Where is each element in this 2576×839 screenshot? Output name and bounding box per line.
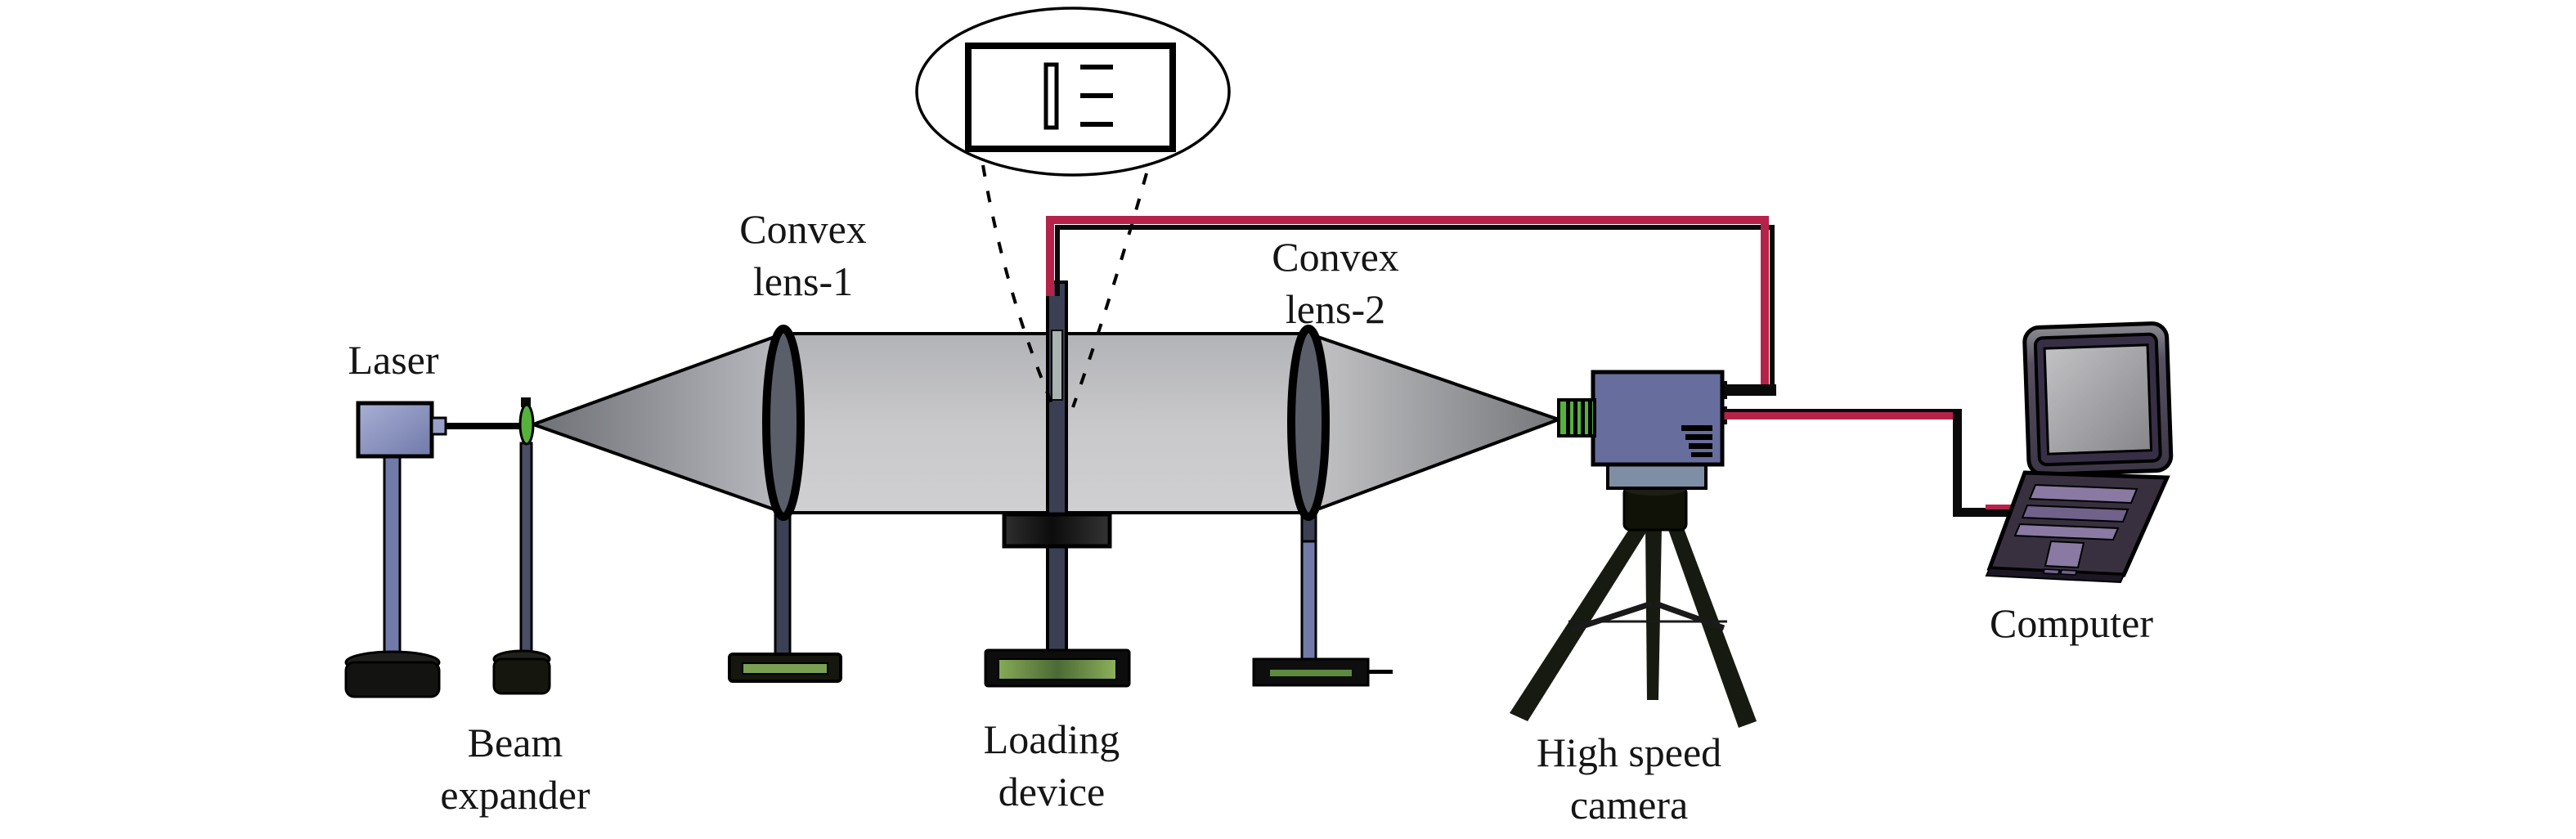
label-convex-lens-1-line2: lens-1 — [752, 258, 854, 304]
wire2-red-run — [1724, 412, 1959, 420]
label-loading-device-line2: device — [998, 769, 1106, 814]
label-high-speed-camera-line1: High speed — [1536, 729, 1722, 775]
loading-device-base-strip — [998, 658, 1117, 680]
convex-lens-2-base-strip — [1270, 670, 1352, 676]
label-beam-expander: Beam expander — [440, 716, 590, 821]
loading-device-unit — [984, 280, 1131, 688]
laser-beam-line — [443, 423, 523, 429]
specimen — [1051, 330, 1063, 401]
label-laser-text: Laser — [348, 337, 439, 383]
specimen-inset-frame — [965, 43, 1176, 152]
laptop-trackpad-button-right — [2060, 569, 2077, 576]
convex-lens-2 — [1287, 325, 1330, 521]
convex-lens-2-pole — [1300, 540, 1317, 664]
laptop-trackpad — [2044, 540, 2085, 569]
camera-vent-4 — [1691, 452, 1712, 457]
camera-mount-plate — [1606, 462, 1708, 490]
laptop-keyboard-row-2 — [2021, 504, 2129, 523]
signal-wire-camera-to-computer — [1717, 406, 2018, 517]
laser-beam-path — [443, 332, 1560, 514]
laser-stand-base — [344, 661, 441, 698]
loading-device-crossbar — [1002, 512, 1112, 549]
laptop-keyboard-row-3 — [2013, 523, 2120, 541]
high-speed-camera-unit — [1510, 370, 1757, 728]
convex-lens-1-pole — [774, 512, 792, 659]
laptop-keyboard-row-1 — [2028, 483, 2138, 505]
label-high-speed-camera-line2: camera — [1569, 782, 1689, 828]
camera-top-port-cable — [1721, 384, 1776, 396]
camera-lens-rib-1 — [1566, 401, 1570, 435]
laser-body — [356, 401, 434, 459]
label-beam-expander-line1: Beam — [467, 720, 563, 765]
camera-lens-barrel — [1557, 398, 1596, 437]
laser-unit — [344, 401, 447, 698]
laptop-screen — [2043, 343, 2153, 455]
beam-expander-lens — [518, 403, 535, 446]
convex-lens-2-base-rail — [1368, 670, 1393, 674]
wire2-bottom-red — [1986, 505, 2018, 509]
label-convex-lens-2-line2: lens-2 — [1285, 286, 1386, 332]
label-convex-lens-2-line1: Convex — [1272, 234, 1399, 280]
specimen-inset-slit — [1043, 62, 1059, 130]
beam-expander-pole — [519, 442, 533, 659]
label-computer: Computer — [1990, 597, 2153, 649]
computer-laptop — [1985, 321, 2174, 584]
label-convex-lens-1: Convex lens-1 — [739, 203, 867, 307]
convex-lens-1 — [762, 325, 805, 521]
wire-black-core — [1055, 225, 1775, 389]
camera-vent-3 — [1689, 443, 1712, 449]
convex-lens-1-unit — [728, 325, 842, 683]
callout-dashed-line-right — [1071, 173, 1148, 408]
camera-vent-1 — [1681, 425, 1712, 431]
camera-lens-rib-2 — [1573, 401, 1577, 435]
tripod-brace-right — [1654, 600, 1726, 631]
label-convex-lens-1-line1: Convex — [739, 206, 867, 252]
laptop-base-edge — [1985, 567, 2125, 584]
convex-lens-1-base-strip — [742, 662, 828, 675]
wire2-vertical — [1953, 409, 1962, 514]
beam-expander-base — [492, 657, 551, 695]
label-laser: Laser — [348, 334, 438, 386]
label-high-speed-camera: High speed camera — [1537, 726, 1721, 831]
laser-stand-pole — [383, 453, 402, 662]
wire2-black-edge — [1724, 409, 1959, 412]
beam-expander-unit — [492, 397, 551, 695]
tripod-brace-left — [1570, 600, 1654, 633]
label-beam-expander-line2: expander — [440, 772, 590, 818]
camera-lens-rib-4 — [1588, 401, 1592, 435]
camera-body — [1591, 370, 1725, 467]
label-computer-text: Computer — [1990, 600, 2153, 646]
specimen-inset-grating-line-3 — [1080, 122, 1113, 127]
focusing-beam-cone — [1307, 332, 1560, 514]
label-loading-device: Loading device — [984, 713, 1120, 818]
camera-vent-lines — [1681, 425, 1712, 457]
laser-aperture — [430, 416, 447, 436]
label-convex-lens-2: Convex lens-2 — [1272, 231, 1399, 335]
tripod-leg-center — [1645, 527, 1662, 700]
expanding-beam-cone — [532, 332, 785, 514]
laptop-trackpad-button-left — [2043, 568, 2060, 575]
callout-dashed-line-left — [981, 164, 1055, 408]
wire-red-jacket — [1046, 216, 1769, 389]
specimen-inset-grating-line-1 — [1080, 65, 1113, 70]
convex-lens-2-unit — [1252, 325, 1393, 687]
specimen-inset-callout — [915, 7, 1231, 408]
wire2-bottom-run — [1953, 508, 2017, 517]
tripod — [1510, 522, 1757, 728]
label-loading-device-line1: Loading — [983, 716, 1120, 762]
camera-lens-rib-3 — [1581, 401, 1585, 435]
camera-vent-2 — [1685, 434, 1712, 440]
specimen-inset-grating-line-2 — [1080, 93, 1113, 98]
